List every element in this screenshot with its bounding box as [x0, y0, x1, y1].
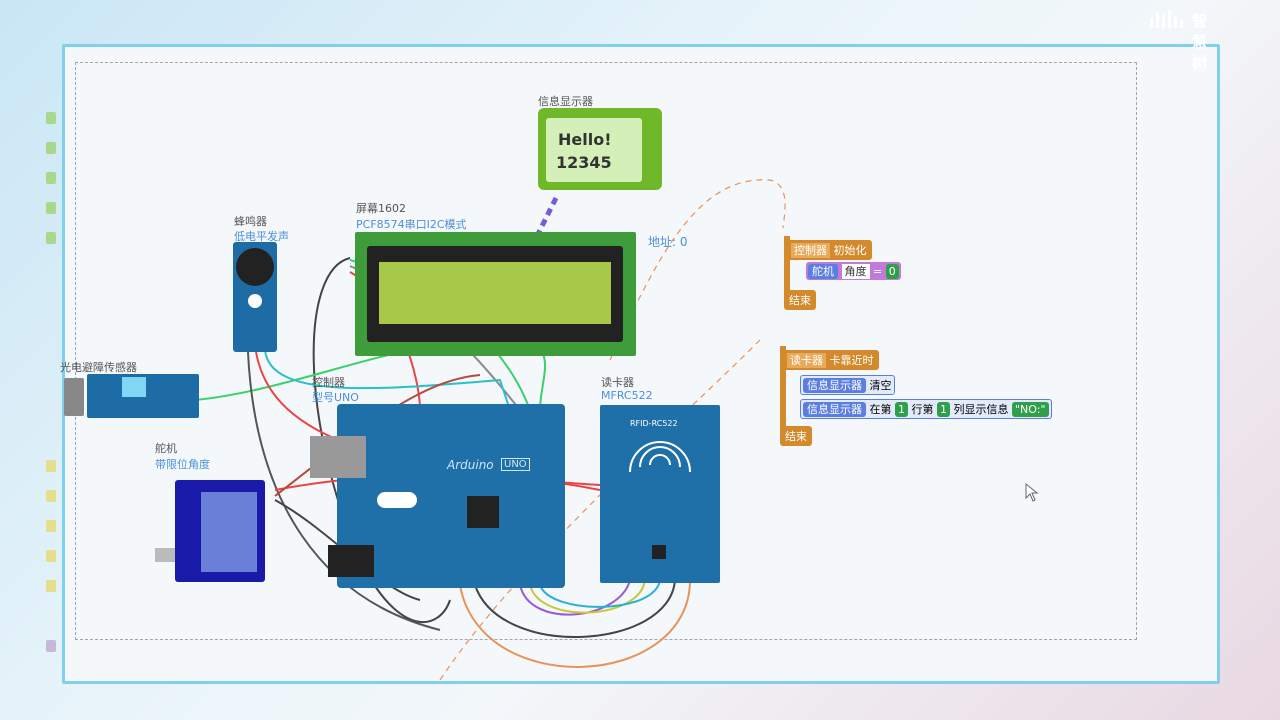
board-model: UNO: [501, 458, 530, 471]
controller-label: 控制器: [312, 376, 345, 389]
buzzer-sub: 低电平发声: [234, 230, 289, 243]
row-word: 行第: [911, 403, 934, 416]
brand-name: 智慧树: [1192, 12, 1208, 72]
servo-field: 舵机: [808, 264, 838, 279]
at-word: 在第: [869, 403, 892, 416]
screen-label: 屏幕1602: [356, 202, 406, 215]
ir-sensor[interactable]: [87, 374, 199, 418]
servo[interactable]: [175, 480, 265, 582]
ir-sensor-chip: [122, 377, 146, 397]
row-value[interactable]: 1: [895, 402, 908, 417]
col-word: 列显示信息: [953, 403, 1009, 416]
reader-chip-text: RFID-RC522: [630, 419, 678, 428]
card-block-spine: [780, 346, 786, 438]
card-block-header[interactable]: 读卡器 卡靠近时: [782, 350, 879, 370]
equals-sign: =: [873, 265, 883, 278]
side-tab: [46, 202, 56, 214]
power-jack: [328, 545, 374, 577]
init-block-end: 结束: [784, 290, 816, 310]
mcu-chip: [467, 496, 499, 528]
card-reader-field: 读卡器: [787, 353, 826, 368]
side-tab: [46, 142, 56, 154]
init-block-header[interactable]: 控制器 初始化: [786, 240, 872, 260]
screen-address: 地址: 0: [648, 235, 688, 249]
brand-logo: 智慧树: [1148, 8, 1207, 72]
servo-angle-block[interactable]: 舵机 角度 = 0: [806, 262, 901, 280]
controller-model: 型号UNO: [312, 391, 359, 404]
lcd-glass: [379, 262, 611, 324]
ir-sensor-label: 光电避障传感器: [60, 361, 137, 374]
side-tab: [46, 580, 56, 592]
clear-action: 清空: [869, 379, 892, 392]
side-tab: [46, 640, 56, 652]
side-tab: [46, 460, 56, 472]
display-line-2: 12345: [556, 153, 612, 172]
info-display[interactable]: Hello! 12345: [538, 108, 662, 190]
display-field-2: 信息显示器: [803, 402, 866, 417]
buzzer-disc: [236, 248, 274, 286]
buzzer-label: 蜂鸣器: [234, 215, 267, 228]
card-block-end: 结束: [780, 426, 812, 446]
reader-label: 读卡器: [601, 376, 634, 389]
init-controller: 控制器: [791, 243, 830, 258]
col-value[interactable]: 1: [937, 402, 950, 417]
rfid-rc522[interactable]: RFID-RC522: [600, 405, 720, 583]
rfid-wave-icon: [629, 441, 691, 473]
side-tab: [46, 172, 56, 184]
display-clear-block[interactable]: 信息显示器 清空: [800, 375, 895, 395]
buzzer[interactable]: [233, 242, 277, 352]
mouse-cursor-icon: [1025, 483, 1039, 502]
angle-value[interactable]: 0: [885, 264, 899, 279]
angle-field: 角度: [841, 264, 870, 279]
side-tab: [46, 112, 56, 124]
servo-label-plate: [201, 492, 257, 572]
brand-bars-icon: [1150, 10, 1183, 28]
init-event: 初始化: [833, 244, 867, 257]
arduino-uno-board[interactable]: Arduino UNO: [337, 404, 565, 588]
side-tab: [46, 520, 56, 532]
screen-mode: PCF8574串口I2C模式: [356, 218, 467, 231]
init-block-spine: [784, 236, 790, 298]
side-tab: [46, 550, 56, 562]
display-show-block[interactable]: 信息显示器 在第 1 行第 1 列显示信息 "NO:": [800, 399, 1052, 419]
ir-sensor-emitter: [64, 378, 84, 416]
lcd-bezel: [367, 246, 623, 342]
crystal: [377, 492, 417, 508]
servo-sub: 带限位角度: [155, 458, 210, 471]
info-display-label: 信息显示器: [538, 95, 593, 108]
display-field: 信息显示器: [803, 378, 866, 393]
reader-chip: [652, 545, 666, 559]
side-tab: [46, 232, 56, 244]
servo-horn: [155, 548, 175, 562]
side-tab: [46, 490, 56, 502]
reader-model: MFRC522: [601, 389, 653, 402]
card-event: 卡靠近时: [829, 354, 874, 367]
lcd-1602[interactable]: [355, 232, 636, 356]
usb-port: [310, 436, 366, 478]
text-value[interactable]: "NO:": [1012, 402, 1049, 417]
buzzer-hole: [248, 294, 262, 308]
board-brand: Arduino: [447, 458, 494, 472]
info-display-screen: Hello! 12345: [546, 118, 642, 182]
display-line-1: Hello!: [558, 130, 612, 149]
servo-label: 舵机: [155, 442, 177, 455]
canvas-area[interactable]: [75, 62, 1137, 640]
